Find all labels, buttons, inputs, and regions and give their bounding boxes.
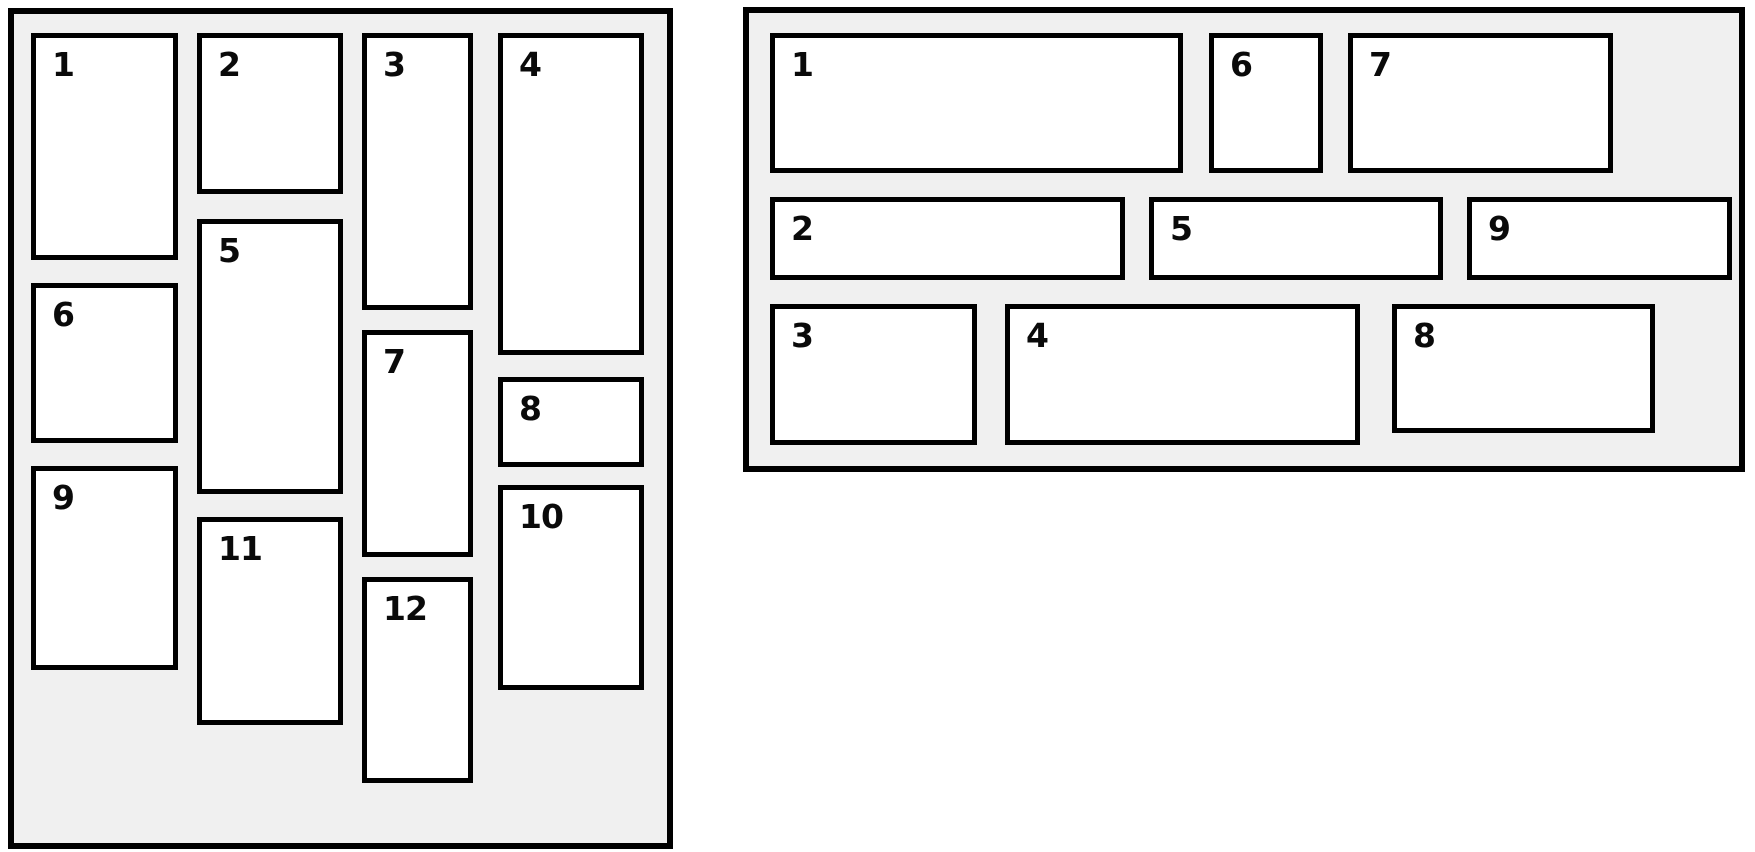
- row-item: 6: [1209, 33, 1323, 173]
- item-number-label: 9: [1488, 209, 1511, 248]
- item-number-label: 6: [52, 295, 75, 334]
- item-number-label: 4: [1026, 316, 1049, 355]
- item-number-label: 5: [1170, 209, 1193, 248]
- row-item: 1: [770, 33, 1183, 173]
- item-number-label: 9: [52, 478, 75, 517]
- item-number-label: 2: [218, 45, 241, 84]
- row-item: 2: [770, 197, 1125, 280]
- row-item: 4: [1005, 304, 1360, 445]
- item-number-label: 4: [519, 45, 542, 84]
- masonry-item: 12: [362, 577, 473, 783]
- item-number-label: 8: [519, 389, 542, 428]
- item-number-label: 1: [52, 45, 75, 84]
- item-number-label: 5: [218, 231, 241, 270]
- masonry-item: 5: [197, 219, 343, 494]
- masonry-item: 4: [498, 33, 644, 355]
- masonry-item: 7: [362, 330, 473, 557]
- item-number-label: 3: [383, 45, 406, 84]
- row-item: 7: [1348, 33, 1613, 173]
- rows-layout-panel: 1 2 3 4 5 6 7 8 9: [743, 7, 1745, 472]
- item-number-label: 3: [791, 316, 814, 355]
- item-number-label: 11: [218, 529, 263, 568]
- masonry-item: 8: [498, 377, 644, 467]
- masonry-item: 2: [197, 33, 343, 194]
- item-number-label: 2: [791, 209, 814, 248]
- item-number-label: 10: [519, 497, 564, 536]
- item-number-label: 8: [1413, 316, 1436, 355]
- row-item: 3: [770, 304, 977, 445]
- masonry-item: 1: [31, 33, 178, 260]
- row-item: 5: [1149, 197, 1443, 280]
- row-item: 8: [1392, 304, 1655, 433]
- item-number-label: 7: [383, 342, 406, 381]
- masonry-item: 11: [197, 517, 343, 725]
- masonry-item: 3: [362, 33, 473, 310]
- item-number-label: 12: [383, 589, 428, 628]
- item-number-label: 1: [791, 45, 814, 84]
- masonry-item: 6: [31, 283, 178, 443]
- masonry-item: 10: [498, 485, 644, 690]
- item-number-label: 7: [1369, 45, 1392, 84]
- masonry-item: 9: [31, 466, 178, 670]
- row-item: 9: [1467, 197, 1732, 280]
- item-number-label: 6: [1230, 45, 1253, 84]
